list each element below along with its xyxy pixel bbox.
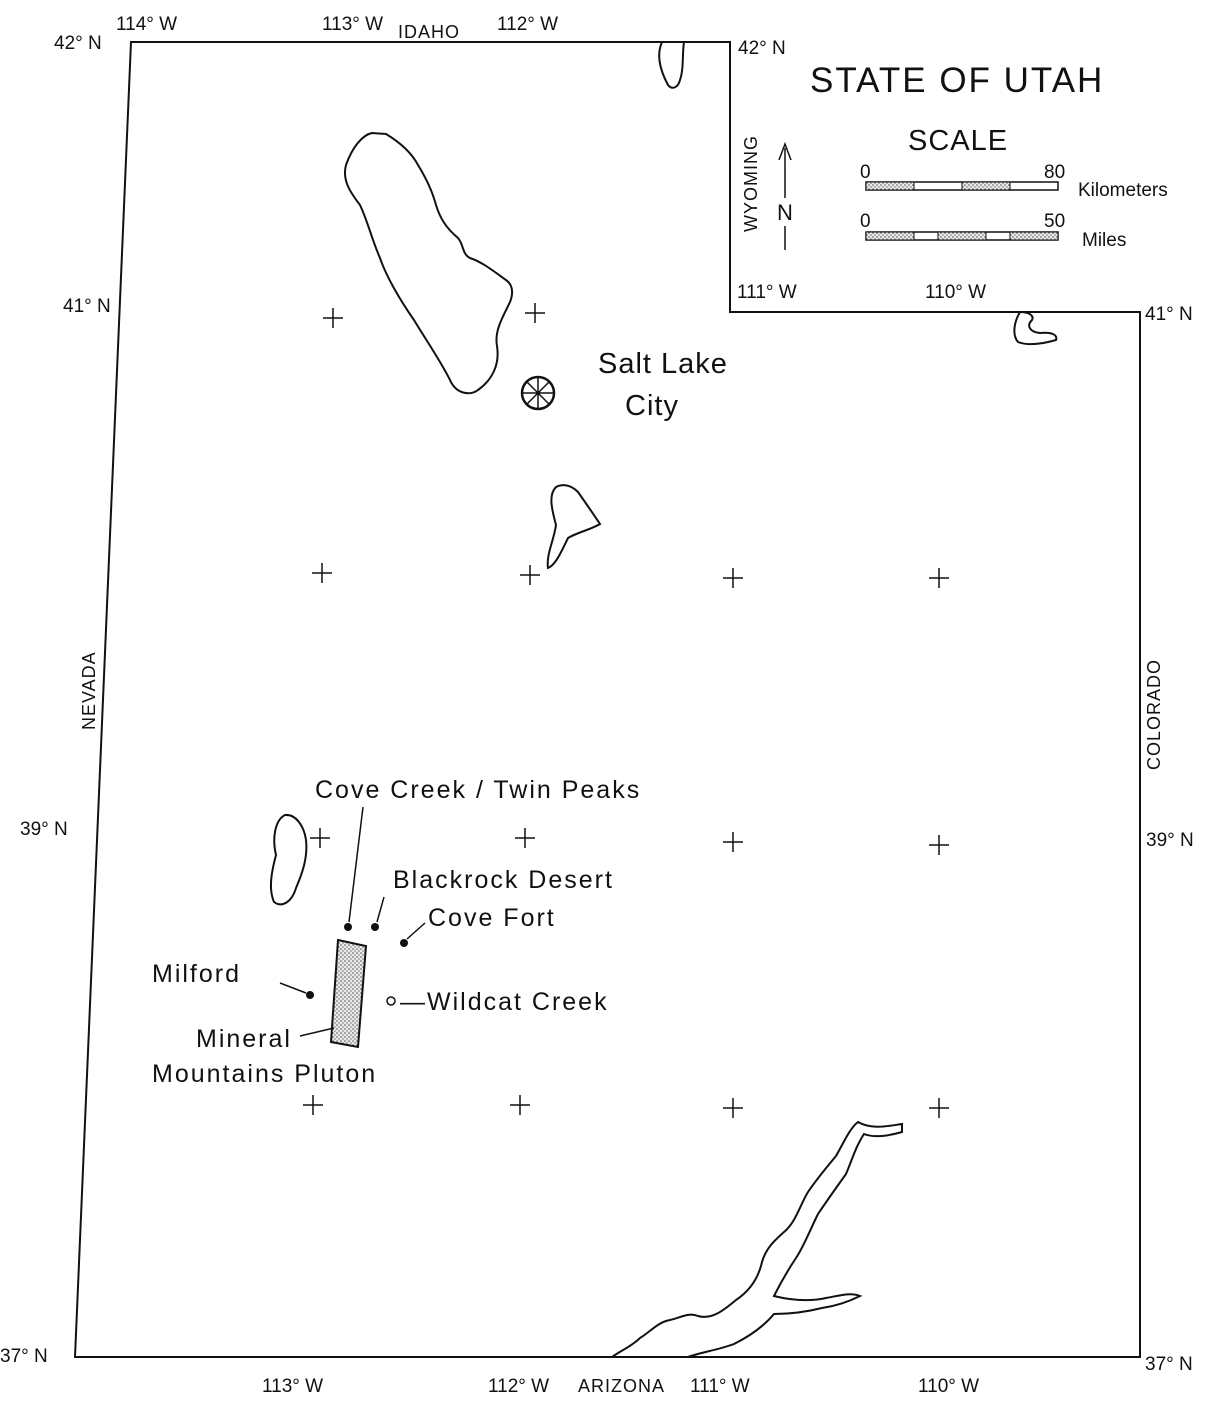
salt-lake-city-symbol [520, 375, 556, 411]
label-pluton-line2: Mountains Pluton [152, 1060, 377, 1088]
salt-lake-city-label-line2: City [625, 390, 679, 422]
label-pluton-line1: Mineral [196, 1025, 292, 1053]
coord-lon-114-top: 114° W [116, 14, 177, 35]
map-title: STATE OF UTAH [810, 61, 1104, 100]
coord-lat-37-left: 37° N [0, 1346, 48, 1367]
coord-lon-111-inset: 111° W [737, 282, 797, 303]
coord-lon-112-bottom: 112° W [488, 1376, 549, 1397]
scale-bar-miles: 0 50 Miles [860, 211, 1126, 251]
cove-fort-marker [400, 939, 408, 947]
coord-lon-113-bottom: 113° W [262, 1376, 323, 1397]
label-wyoming: WYOMING [741, 135, 761, 232]
scale-bar-kilometers: 0 80 Kilometers [860, 162, 1168, 201]
coord-lat-39-right: 39° N [1146, 830, 1194, 851]
utah-lake [546, 484, 602, 570]
coord-lat-41-left: 41° N [63, 296, 111, 317]
coord-lat-37-right: 37° N [1145, 1354, 1193, 1375]
utah-state-border [73, 41, 1141, 1358]
svg-text:0: 0 [860, 211, 871, 232]
label-cove-fort: Cove Fort [428, 904, 556, 932]
label-blackrock: Blackrock Desert [393, 866, 614, 894]
svg-text:Miles: Miles [1082, 230, 1126, 251]
milford-marker [306, 991, 314, 999]
svg-text:0: 0 [860, 162, 871, 183]
label-milford: Milford [152, 960, 241, 988]
label-colorado: COLORADO [1144, 659, 1164, 770]
cove-creek-marker [344, 923, 352, 931]
north-arrow: N [777, 141, 793, 250]
coord-lon-110-inset: 110° W [925, 282, 986, 303]
coord-lon-113-top: 113° W [322, 14, 383, 35]
coord-lon-111-bottom: 111° W [690, 1376, 750, 1397]
coord-lat-41-right: 41° N [1145, 304, 1193, 325]
lake-powell [608, 1120, 903, 1358]
blackrock-marker [371, 923, 379, 931]
svg-text:80: 80 [1044, 162, 1065, 183]
salt-lake-city-label-line1: Salt Lake [598, 348, 728, 380]
svg-text:50: 50 [1044, 211, 1065, 232]
leader-lines [279, 806, 426, 1037]
label-wildcat: —Wildcat Creek [400, 988, 609, 1016]
wildcat-marker [386, 996, 396, 1006]
coord-lon-110-bottom: 110° W [918, 1376, 979, 1397]
label-cove-creek: Cove Creek / Twin Peaks [315, 776, 641, 804]
flaming-gorge [1013, 310, 1058, 346]
scale-title: SCALE [908, 125, 1008, 157]
mineral-mountains-pluton [329, 938, 368, 1049]
graticule-crosses [303, 303, 949, 1118]
svg-text:Kilometers: Kilometers [1078, 180, 1168, 201]
sevier-lake [269, 813, 308, 906]
svg-text:N: N [777, 200, 793, 225]
bear-lake [658, 41, 686, 89]
coord-lat-42-right: 42° N [738, 38, 786, 59]
great-salt-lake [344, 131, 514, 395]
coord-lat-42-left: 42° N [54, 33, 102, 54]
coord-lat-39-left: 39° N [20, 819, 68, 840]
label-nevada: NEVADA [79, 651, 99, 730]
label-arizona: ARIZONA [578, 1376, 665, 1396]
label-idaho: IDAHO [398, 22, 460, 42]
coord-lon-112-top: 112° W [497, 14, 558, 35]
